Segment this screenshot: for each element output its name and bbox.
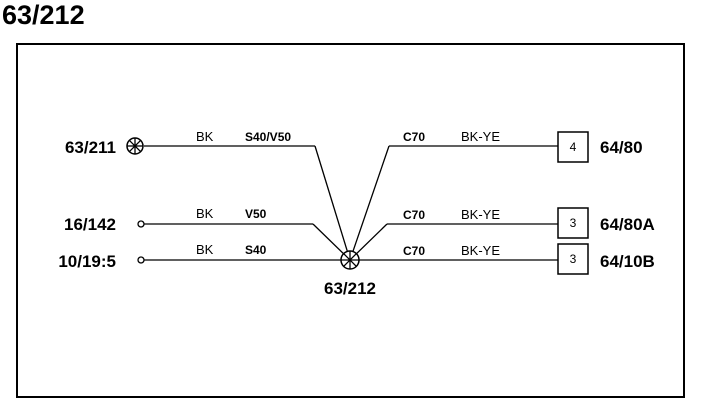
component-label: 10/19:5 (58, 252, 116, 271)
connector-pin-box (557, 243, 589, 275)
component-label: 64/80A (600, 215, 655, 234)
connector-pin-box (557, 131, 589, 163)
wire-color-label: BK-YE (461, 129, 500, 144)
wire-variant-label: S40/V50 (245, 130, 291, 144)
wire-color-label: BK (196, 206, 214, 221)
splice-symbol-icon (340, 250, 360, 270)
wire-color-label: BK-YE (461, 207, 500, 222)
terminal-icon (137, 256, 145, 264)
wire-variant-label: C70 (403, 208, 425, 222)
diagram-frame (16, 43, 685, 398)
wire-63-211-diagonal (314, 145, 351, 261)
page-title: 63/212 (2, 0, 85, 30)
wire-variant-label: C70 (403, 130, 425, 144)
pin-number: 3 (570, 252, 577, 266)
wire-64-80-diagonal (349, 145, 390, 261)
wire-color-label: BK (196, 242, 214, 257)
wire-variant-label: V50 (245, 207, 267, 221)
ground-symbol-icon (126, 137, 144, 155)
splice-label: 63/212 (324, 279, 376, 298)
wire-variant-label: S40 (245, 243, 267, 257)
wire-color-label: BK (196, 129, 214, 144)
component-label: 64/80 (600, 138, 643, 157)
component-label: 64/10B (600, 252, 655, 271)
pin-number: 4 (570, 140, 577, 154)
wire-color-label: BK-YE (461, 243, 500, 258)
component-label: 63/211 (65, 138, 116, 157)
wire-variant-label: C70 (403, 244, 425, 258)
component-label: 16/142 (64, 215, 116, 234)
pin-number: 3 (570, 216, 577, 230)
connector-pin-box (557, 207, 589, 239)
terminal-icon (137, 220, 145, 228)
